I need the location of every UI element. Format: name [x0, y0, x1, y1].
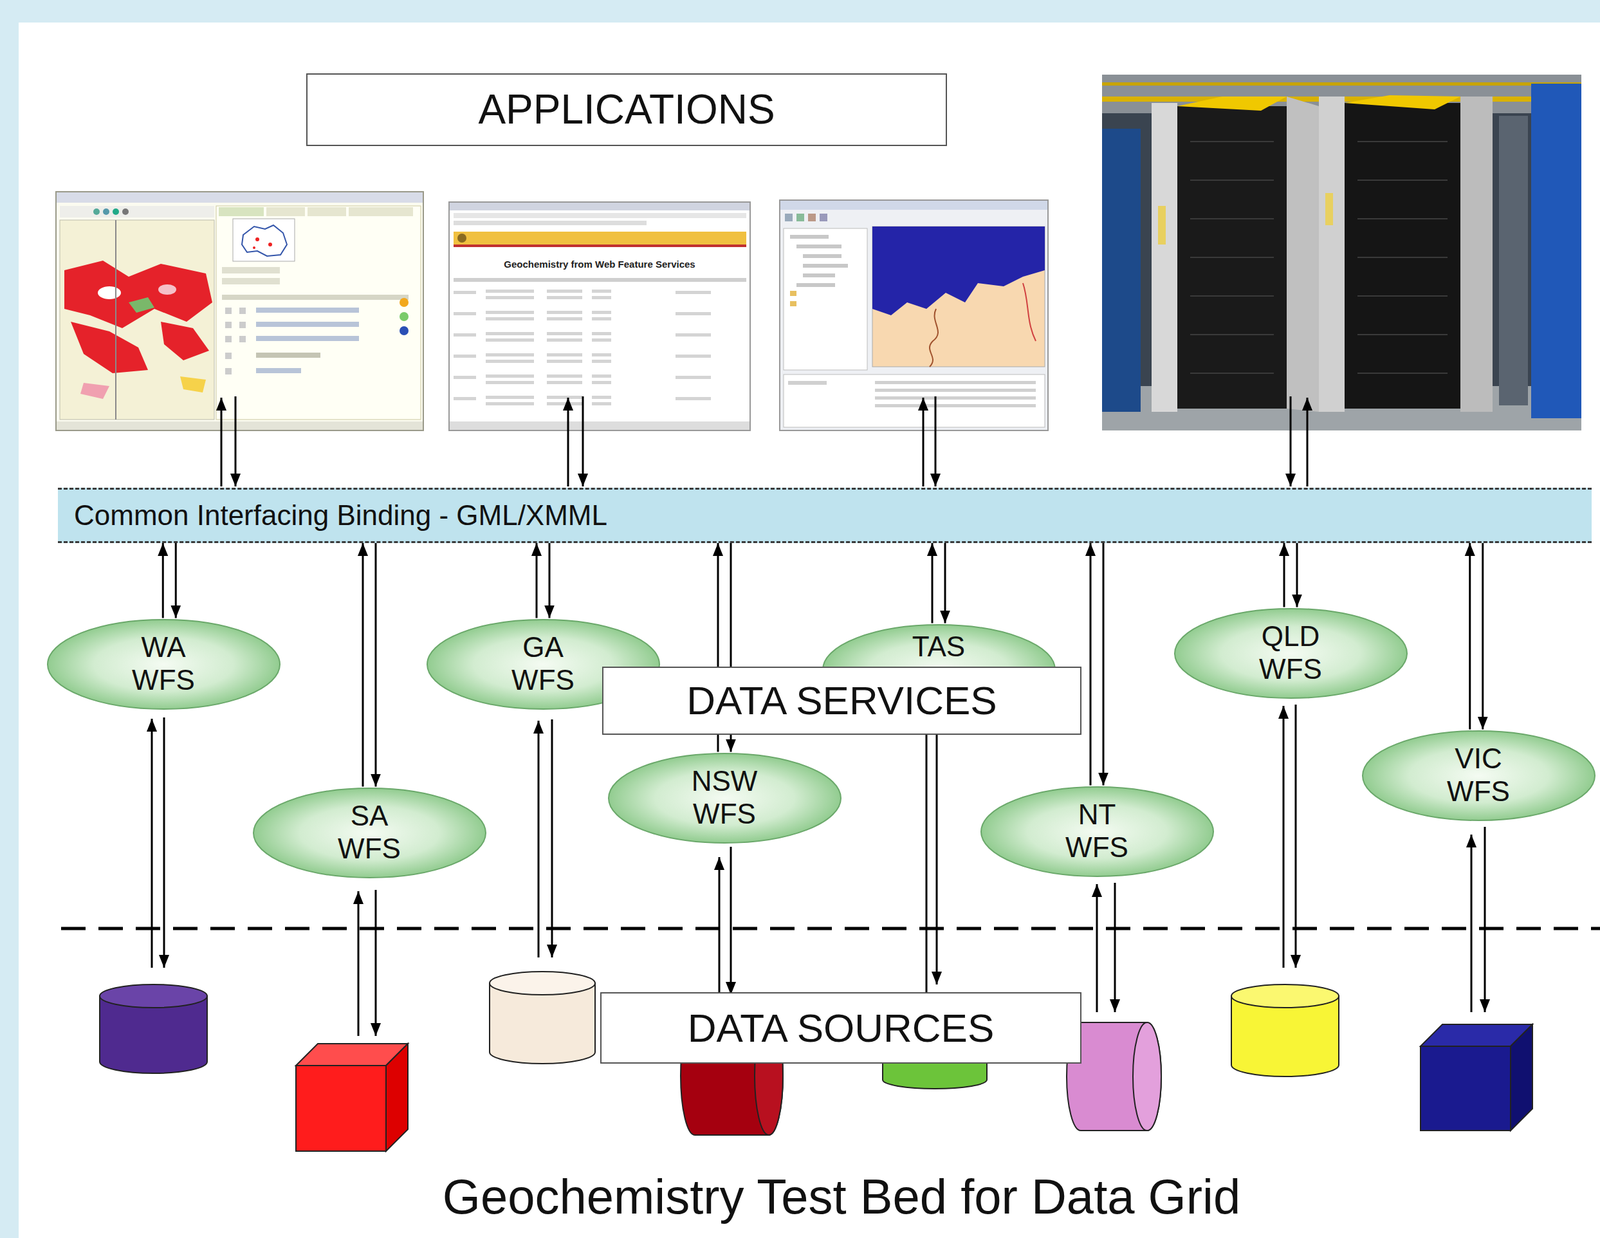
section-heading-box: DATA SERVICES: [602, 666, 1082, 735]
application-arrows: [221, 396, 1308, 487]
connector-arrow: [1470, 542, 1483, 730]
connector-arrow: [932, 542, 946, 624]
connector-arrow: [1090, 542, 1104, 786]
node-text: TAS: [890, 632, 987, 661]
supercomputer-photo: [1102, 74, 1582, 431]
wfs-ellipse: WA WFS: [46, 618, 282, 711]
web-page-screenshot: [449, 202, 751, 431]
node-text: GA WFS: [494, 631, 592, 697]
map-screenshot: [55, 191, 424, 431]
connector-arrow: [162, 542, 176, 619]
connector-arrow: [1284, 542, 1297, 608]
node-text: DATA SOURCES: [687, 1004, 995, 1051]
data-source-shapes: [99, 971, 1533, 1151]
section-heading-box: APPLICATIONS: [306, 73, 948, 147]
node-text: APPLICATIONS: [478, 86, 775, 134]
node-text: DATA SERVICES: [686, 677, 997, 724]
node-text: VIC WFS: [1430, 742, 1527, 808]
node-text: NSW WFS: [676, 764, 773, 830]
connector-arrow: [362, 542, 376, 787]
source-arrows: [151, 704, 1485, 1036]
wfs-ellipse: NT WFS: [979, 785, 1215, 878]
node-text: WA WFS: [115, 631, 212, 697]
wfs-ellipse: NSW WFS: [607, 752, 843, 845]
wfs-ellipse: QLD WFS: [1173, 607, 1409, 700]
wfs-ellipse: SA WFS: [252, 786, 488, 879]
caption: Geochemistry Test Bed for Data Grid: [326, 1167, 1357, 1226]
section-heading-box: DATA SOURCES: [600, 992, 1082, 1064]
screenshot-title: Geochemistry from Web Feature Services: [449, 258, 751, 271]
node-text: SA WFS: [321, 799, 418, 865]
wfs-ellipse: VIC WFS: [1361, 729, 1597, 822]
boundary-line: [61, 927, 1600, 931]
node-text: NT WFS: [1048, 798, 1146, 864]
gis-screenshot: [779, 200, 1049, 431]
connector-arrow: [536, 542, 550, 619]
interface-band: Common Interfacing Binding - GML/XMML: [57, 487, 1592, 543]
node-text: Common Interfacing Binding - GML/XMML: [73, 499, 608, 533]
node-text: QLD WFS: [1242, 620, 1339, 686]
